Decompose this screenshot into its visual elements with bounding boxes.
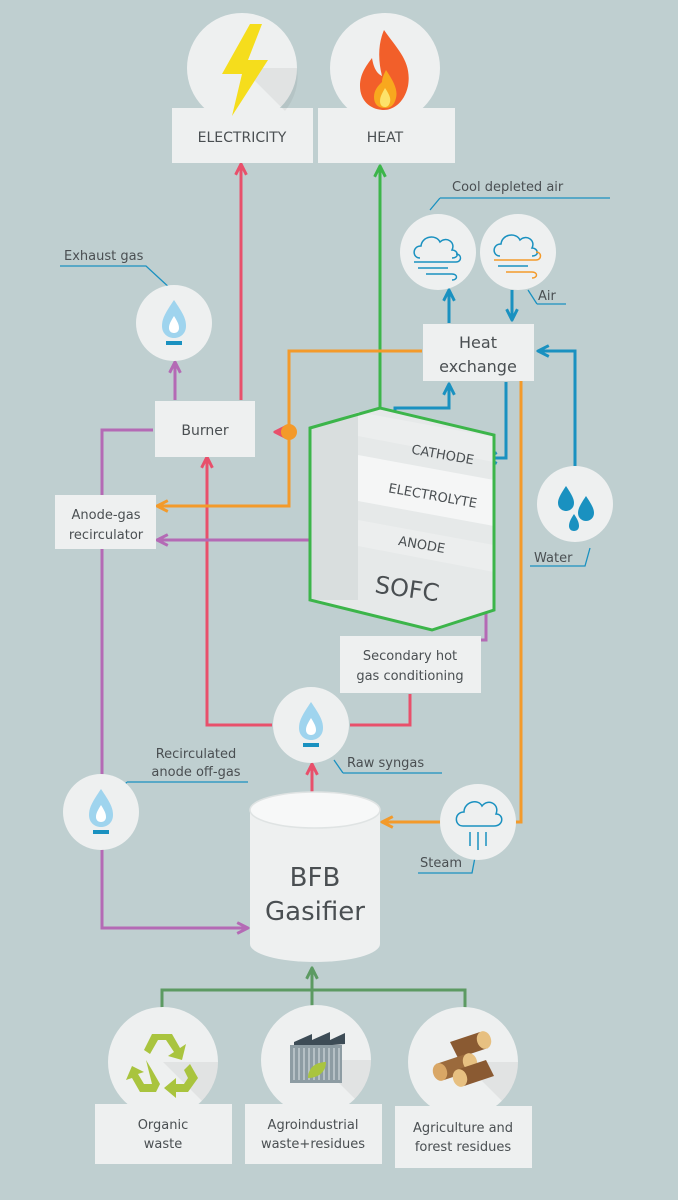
flow-offgas-to-gasifier bbox=[100, 428, 248, 928]
exhaust-gas-node: Exhaust gas bbox=[64, 249, 212, 361]
flame-icon bbox=[360, 30, 409, 110]
gas-flame-icon bbox=[162, 300, 186, 345]
recirculated-label-1: Recirculated bbox=[156, 747, 237, 762]
steam-label: Steam bbox=[420, 856, 462, 871]
agro-label-2: waste+residues bbox=[261, 1137, 365, 1152]
flow-junction-dot bbox=[281, 424, 297, 440]
wind-cloud-icon bbox=[413, 236, 462, 281]
raw-syngas-label: Raw syngas bbox=[347, 756, 424, 771]
electricity-label: ELECTRICITY bbox=[198, 130, 287, 146]
flow-hx-to-gasifier bbox=[382, 380, 523, 822]
leader-air bbox=[527, 289, 566, 305]
heat-exchange-label-2: exchange bbox=[439, 357, 517, 376]
leader-recirculated bbox=[119, 781, 248, 791]
organic-label-2: waste bbox=[144, 1137, 182, 1152]
steam-node: Steam bbox=[420, 784, 516, 871]
recycle-icon bbox=[126, 1034, 198, 1098]
flow-water-to-hx bbox=[538, 351, 577, 466]
air-node: Air bbox=[480, 214, 557, 304]
sofc-anode-layer bbox=[358, 520, 494, 572]
forest-label-1: Agriculture and bbox=[413, 1121, 513, 1136]
water-drops-icon bbox=[558, 486, 594, 531]
anode-gas-label-1: Anode-gas bbox=[71, 508, 140, 523]
gasifier-label-2: Gasifier bbox=[265, 897, 365, 927]
recirculated-label-2: anode off-gas bbox=[151, 765, 240, 780]
leader-exhaust-gas bbox=[60, 265, 173, 291]
forest-residues-node: Agriculture and forest residues bbox=[395, 1007, 532, 1168]
secondary-label-2: gas conditioning bbox=[356, 669, 463, 684]
sofc-electrolyte-layer bbox=[358, 455, 494, 526]
recirculated-offgas-node: Recirculated anode off-gas bbox=[63, 747, 241, 850]
secondary-conditioning-box: Secondary hot gas conditioning bbox=[340, 636, 481, 693]
organic-label-1: Organic bbox=[138, 1118, 189, 1133]
raw-syngas-node: Raw syngas bbox=[273, 687, 424, 771]
gas-flame-icon bbox=[299, 702, 323, 747]
gas-flame-icon bbox=[89, 789, 113, 834]
leader-cool-depleted-air bbox=[429, 197, 610, 211]
cool-depleted-air-label: Cool depleted air bbox=[452, 180, 564, 195]
leader-water bbox=[530, 547, 591, 567]
heat-exchange-label-1: Heat bbox=[459, 333, 497, 352]
organic-waste-node: Organic waste bbox=[95, 1007, 232, 1164]
heat-output: HEAT bbox=[318, 13, 455, 163]
leader-raw-syngas bbox=[333, 759, 442, 774]
air-label: Air bbox=[538, 289, 557, 304]
flow-syngas-to-burner bbox=[207, 457, 272, 727]
logs-icon bbox=[432, 1031, 494, 1087]
heat-exchange-box: Heat exchange bbox=[423, 324, 534, 381]
secondary-label-1: Secondary hot bbox=[363, 649, 457, 664]
water-node: Water bbox=[534, 466, 613, 566]
gasifier-label-1: BFB bbox=[290, 863, 341, 893]
cool-depleted-air-node: Cool depleted air bbox=[400, 180, 564, 290]
sofc-side-face bbox=[310, 412, 358, 600]
burner-label: Burner bbox=[181, 423, 228, 439]
flow-syngas-to-secondary bbox=[350, 694, 412, 727]
factory-leaf-icon bbox=[290, 1032, 345, 1083]
bfb-gasifier: BFB Gasifier bbox=[249, 791, 381, 962]
anode-gas-label-2: recirculator bbox=[69, 528, 144, 543]
sofc-cathode-layer bbox=[358, 412, 494, 462]
electricity-output: ELECTRICITY bbox=[172, 13, 313, 163]
water-label: Water bbox=[534, 551, 573, 566]
burner-box: Burner bbox=[155, 401, 255, 457]
steam-cloud-icon bbox=[455, 801, 503, 850]
wind-cloud-icon bbox=[493, 234, 542, 279]
forest-label-2: forest residues bbox=[415, 1140, 512, 1155]
agroindustrial-waste-node: Agroindustrial waste+residues bbox=[245, 1005, 382, 1164]
exhaust-gas-label: Exhaust gas bbox=[64, 249, 144, 264]
anode-gas-recirculator-box: Anode-gas recirculator bbox=[55, 495, 156, 549]
lightning-bolt-icon bbox=[222, 24, 268, 116]
heat-label: HEAT bbox=[367, 130, 404, 146]
agro-label-1: Agroindustrial bbox=[268, 1118, 359, 1133]
sofc-stack: CATHODE ELECTROLYTE ANODE SOFC bbox=[308, 406, 496, 632]
